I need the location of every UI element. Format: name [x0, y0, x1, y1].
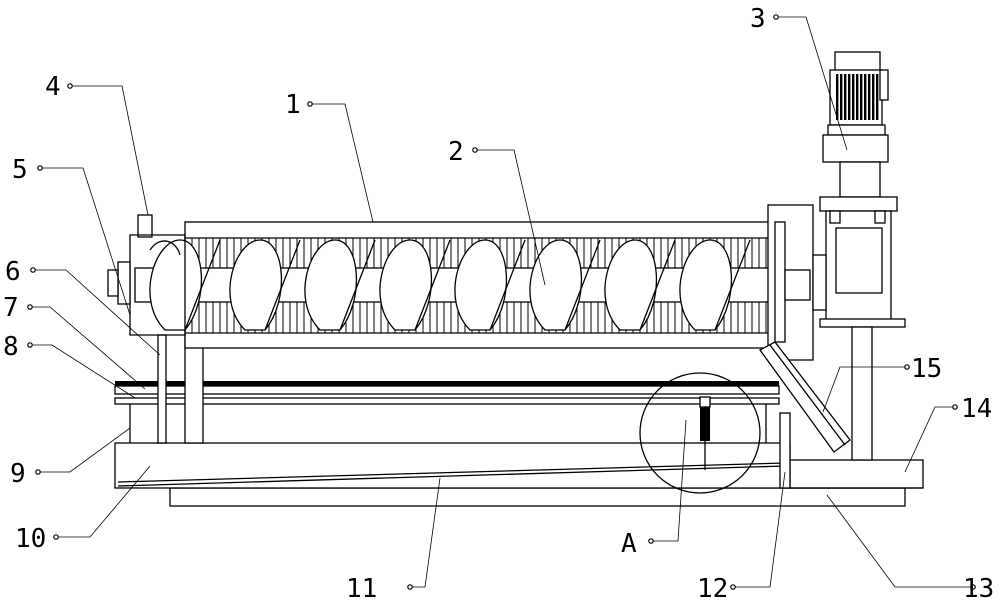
label-10: 10	[15, 524, 46, 554]
label-4: 4	[45, 72, 61, 102]
drive-motor	[812, 51, 906, 461]
leader-dots	[27, 14, 976, 590]
part-labels: 1 2 3 4 5 6 7 8 9 10 11 12 13 14 15 A	[3, 4, 994, 604]
label-12: 12	[697, 574, 728, 604]
label-6: 6	[5, 257, 21, 287]
label-A: A	[621, 529, 637, 559]
label-14: 14	[961, 394, 992, 424]
side-plate	[779, 412, 791, 489]
guide-rail	[114, 381, 780, 443]
inlet-hopper	[107, 214, 186, 336]
spiral-blade	[149, 239, 751, 331]
label-15: 15	[911, 354, 942, 384]
label-5: 5	[12, 155, 28, 185]
sloped-bottom-plate	[117, 462, 786, 487]
label-8: 8	[3, 332, 19, 362]
label-1: 1	[285, 90, 301, 120]
left-support	[157, 334, 204, 444]
leader-lines	[30, 16, 973, 588]
label-2: 2	[448, 137, 464, 167]
label-11: 11	[346, 574, 377, 604]
label-13: 13	[963, 574, 994, 604]
label-9: 9	[10, 459, 26, 489]
discharge-chute	[759, 341, 851, 453]
label-3: 3	[750, 4, 766, 34]
detail-a-circle	[639, 372, 761, 494]
right-end-plate	[767, 204, 814, 361]
label-7: 7	[3, 293, 19, 323]
